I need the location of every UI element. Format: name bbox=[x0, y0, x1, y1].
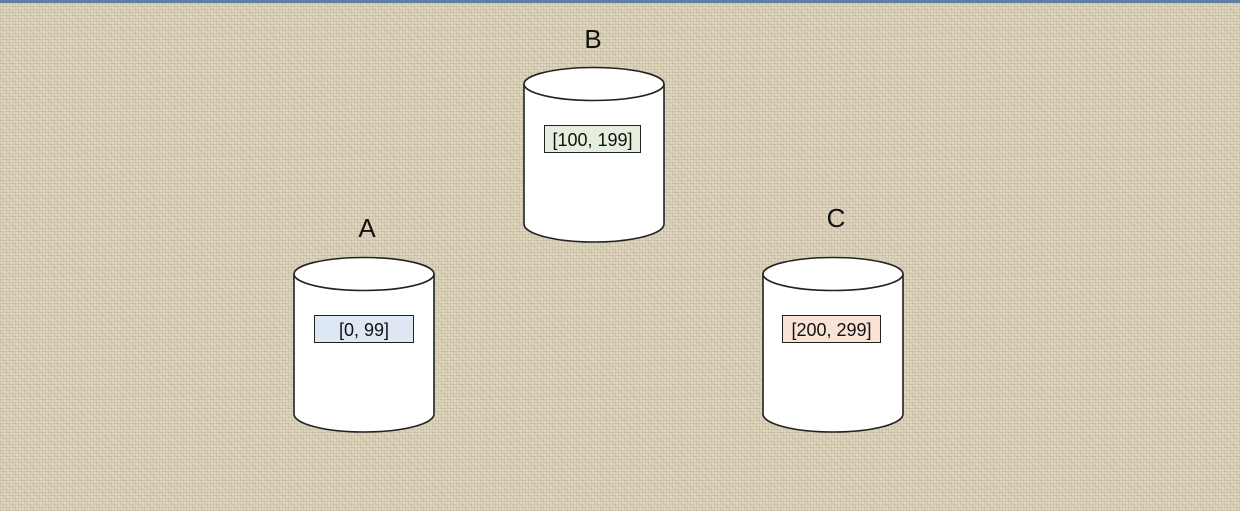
node-a-range: [0, 99] bbox=[314, 315, 414, 343]
node-c-range: [200, 299] bbox=[782, 315, 881, 343]
node-b-label: B bbox=[584, 24, 602, 54]
node-c-cylinder: [200, 299] bbox=[761, 256, 905, 434]
node-c-label: C bbox=[826, 203, 846, 233]
node-b-range: [100, 199] bbox=[544, 125, 641, 153]
node-a-cylinder: [0, 99] bbox=[292, 256, 436, 434]
node-a-label: A bbox=[358, 213, 376, 243]
node-b-cylinder: [100, 199] bbox=[522, 66, 666, 244]
window-top-border bbox=[0, 0, 1240, 3]
